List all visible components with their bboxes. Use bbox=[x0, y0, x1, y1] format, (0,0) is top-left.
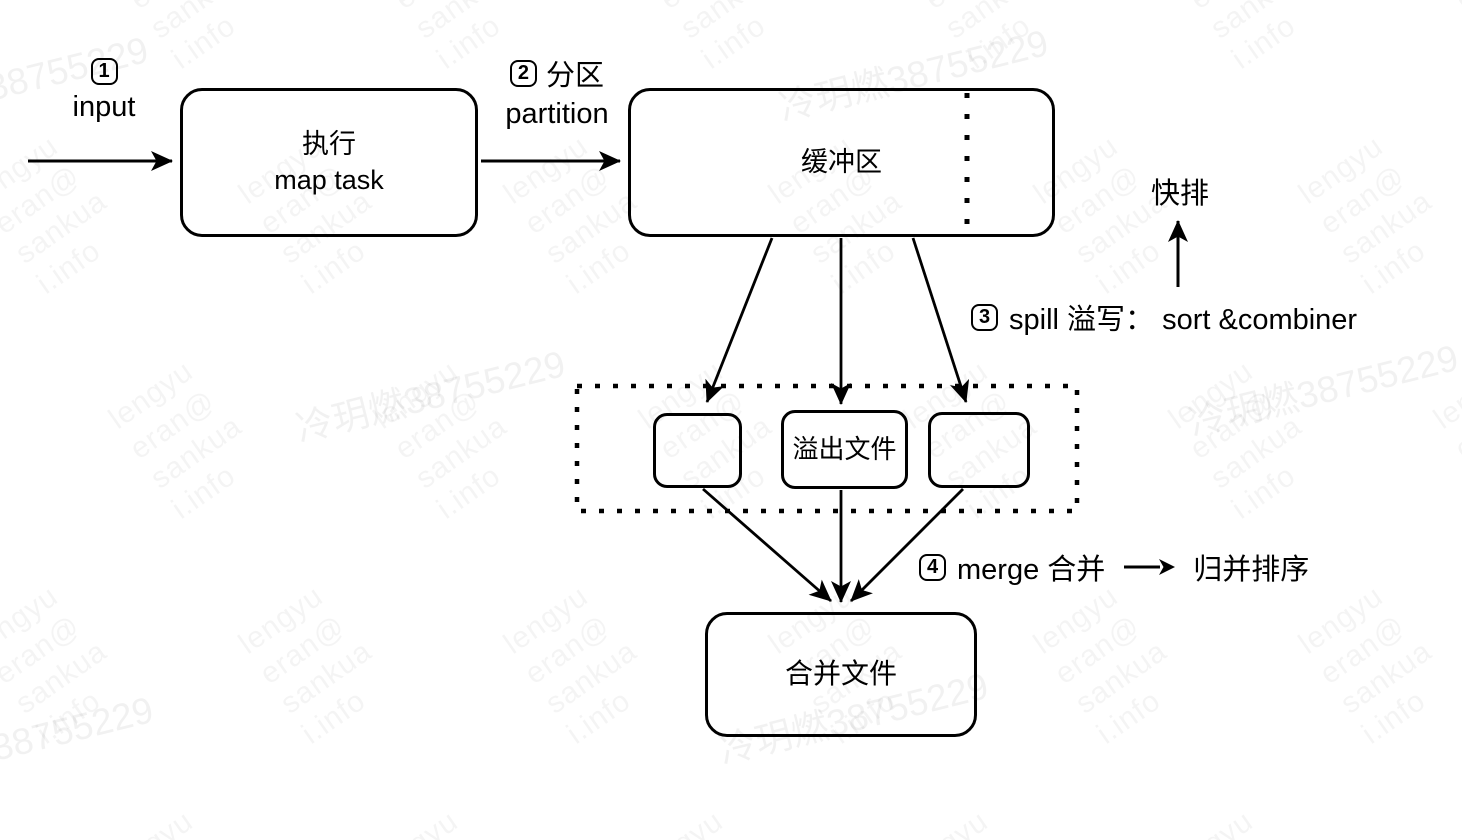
watermark-tile: lengyueran@sankuai.info bbox=[632, 799, 800, 840]
merged-file-label: 合并文件 bbox=[784, 658, 897, 690]
watermark-tile: lengyueran@sankuai.info bbox=[497, 574, 665, 753]
merge-sort-arrow-icon bbox=[1124, 559, 1176, 575]
watermark-tile: lengyueran@sankuai.info bbox=[0, 0, 5, 78]
step2-number-badge: 2 bbox=[509, 59, 537, 87]
watermark-tile: lengyueran@sankuai.info bbox=[1427, 349, 1462, 528]
watermark-tile: lengyueran@sankuai.info bbox=[0, 124, 135, 303]
step4-merge-text: merge 合并 bbox=[957, 554, 1106, 586]
watermark-id-text: 冷玥燃38755229 bbox=[0, 689, 158, 796]
step2-partition-text-en: partition bbox=[505, 98, 609, 130]
step2-partition-text-zh: 分区 bbox=[545, 60, 604, 92]
spill-file-box-left bbox=[653, 413, 742, 488]
step3-number-badge: 3 bbox=[971, 303, 998, 331]
step4-merge-label: 4 merge 合并 归并排序 bbox=[919, 546, 1309, 588]
spill-file-label: 溢出文件 bbox=[792, 434, 897, 465]
watermark-tile: lengyueran@sankuai.info bbox=[632, 0, 800, 78]
spill-arrow-right bbox=[911, 237, 970, 403]
watermark-tile: lengyueran@sankuai.info bbox=[0, 574, 135, 753]
watermark-tile: lengyueran@sankuai.info bbox=[367, 799, 535, 840]
buffer-label: 缓冲区 bbox=[801, 146, 882, 177]
watermark-tile: lengyueran@sankuai.info bbox=[102, 349, 270, 528]
map-task-label-en: map task bbox=[274, 164, 384, 195]
watermark-tile: lengyueran@sankuai.info bbox=[1162, 0, 1330, 78]
step3-spill-text: spill 溢写： sort &combiner bbox=[1009, 304, 1358, 336]
watermark-tile: lengyueran@sankuai.info bbox=[897, 799, 1065, 840]
watermark-id-text: 冷玥燃38755229 bbox=[291, 343, 570, 450]
watermark-tile: lengyueran@sankuai.info bbox=[1162, 799, 1330, 840]
watermark-tile: lengyueran@sankuai.info bbox=[0, 349, 5, 528]
watermark-tile: lengyueran@sankuai.info bbox=[1427, 0, 1462, 78]
watermark-tile: lengyueran@sankuai.info bbox=[1292, 124, 1460, 303]
spill-arrow-left bbox=[705, 237, 774, 403]
watermark-id-text: 冷玥燃38755229 bbox=[1184, 337, 1462, 444]
watermark-tile: lengyueran@sankuai.info bbox=[897, 0, 1065, 78]
watermark-tile: lengyueran@sankuai.info bbox=[102, 799, 270, 840]
step4-number-badge: 4 bbox=[919, 553, 946, 581]
step4-merge-result-text: 归并排序 bbox=[1193, 554, 1310, 586]
buffer-box: 缓冲区 bbox=[628, 88, 1055, 237]
watermark-tile: lengyueran@sankuai.info bbox=[1292, 574, 1460, 753]
spill-file-box-right bbox=[928, 412, 1030, 488]
merged-file-box: 合并文件 bbox=[705, 612, 977, 737]
step1-number-badge: 1 bbox=[90, 57, 118, 85]
watermark-tile: lengyueran@sankuai.info bbox=[367, 349, 535, 528]
quick-sort-label: 快排 bbox=[1150, 178, 1209, 210]
watermark-tile: lengyueran@sankuai.info bbox=[232, 574, 400, 753]
spill-file-box-middle: 溢出文件 bbox=[781, 410, 908, 489]
map-task-box: 执行 map task bbox=[180, 88, 478, 237]
watermark-tile: lengyueran@sankuai.info bbox=[0, 799, 5, 840]
watermark-tile: lengyueran@sankuai.info bbox=[1162, 349, 1330, 528]
step1-input-text: input bbox=[72, 90, 136, 123]
merge-arrow-left bbox=[702, 487, 832, 603]
watermark-tile: lengyueran@sankuai.info bbox=[1027, 574, 1195, 753]
step2-partition-label: 2 分区 partition bbox=[492, 52, 622, 131]
step1-input-label: 1 input bbox=[38, 52, 170, 124]
watermark-tile: lengyueran@sankuai.info bbox=[1427, 799, 1462, 840]
step3-spill-label: 3 spill 溢写： sort &combiner bbox=[971, 296, 1357, 338]
map-task-label-zh: 执行 bbox=[302, 128, 356, 159]
